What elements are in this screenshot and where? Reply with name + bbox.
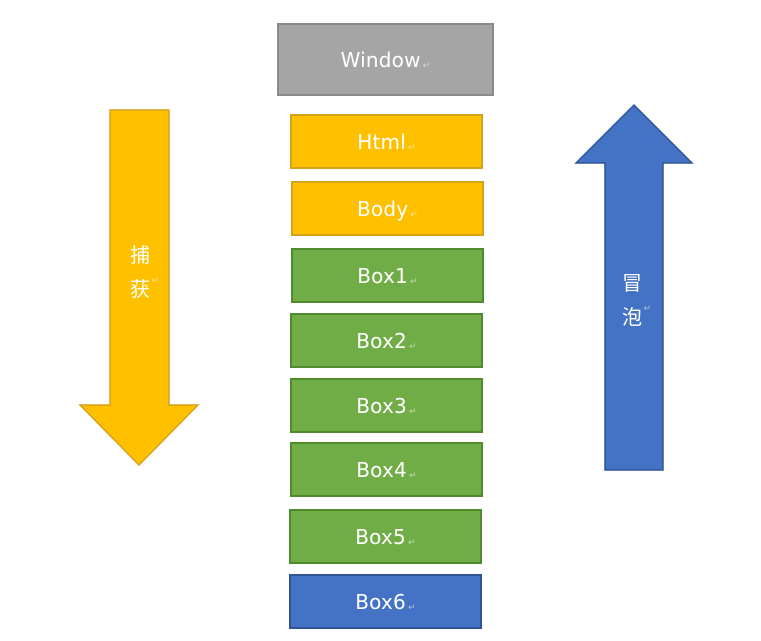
box5-layer-box: Box5 ↵	[289, 509, 482, 564]
box5-layer-label: Box5	[355, 524, 406, 549]
paragraph-mark-icon: ↵	[410, 209, 419, 220]
paragraph-mark-icon: ↵	[407, 602, 416, 613]
paragraph-mark-icon: ↵	[409, 276, 418, 287]
capture-char-1: 捕	[130, 243, 150, 267]
capture-char-2: 获	[130, 277, 150, 301]
html-layer-box: Html ↵	[290, 114, 483, 169]
html-layer-label: Html	[357, 129, 406, 154]
bubble-arrow-label: 冒 泡 ↵	[617, 266, 651, 334]
paragraph-mark-icon: ↵	[408, 470, 417, 481]
box1-layer-label: Box1	[357, 263, 408, 288]
window-layer-box: Window ↵	[277, 23, 494, 96]
box3-layer-box: Box3 ↵	[290, 378, 483, 433]
box6-layer-box: Box6 ↵	[289, 574, 482, 629]
box6-layer-label: Box6	[355, 589, 406, 614]
paragraph-mark-icon: ↵	[643, 304, 651, 314]
body-layer-label: Body	[356, 196, 409, 221]
paragraph-mark-icon: ↵	[407, 142, 416, 153]
box3-layer-label: Box3	[356, 393, 407, 418]
paragraph-mark-icon: ↵	[408, 341, 417, 352]
box4-layer-label: Box4	[356, 457, 407, 482]
body-layer-box: Body ↵	[291, 181, 484, 236]
paragraph-mark-icon: ↵	[407, 537, 416, 548]
box2-layer-label: Box2	[356, 328, 407, 353]
window-layer-label: Window	[340, 47, 421, 72]
paragraph-mark-icon: ↵	[408, 406, 417, 417]
bubble-char-2: 泡	[622, 305, 642, 329]
capture-arrow	[78, 109, 200, 467]
paragraph-mark-icon: ↵	[151, 276, 159, 286]
box1-layer-box: Box1 ↵	[291, 248, 484, 303]
paragraph-mark-icon: ↵	[422, 60, 431, 71]
box4-layer-box: Box4 ↵	[290, 442, 483, 497]
bubble-char-1: 冒	[622, 271, 642, 295]
capture-arrow-label: 捕 获 ↵	[125, 238, 159, 306]
box2-layer-box: Box2 ↵	[290, 313, 483, 368]
bubble-arrow	[574, 103, 694, 471]
